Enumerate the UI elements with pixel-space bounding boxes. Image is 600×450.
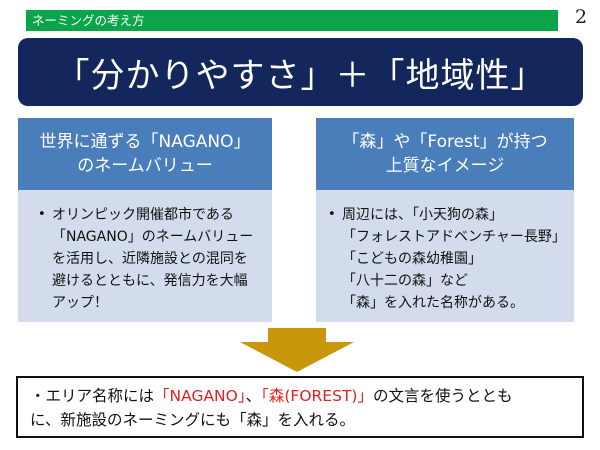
- right-bullet: • 周辺には、「小天狗の森」 「フォレストアドベンチャー長野」 「こどもの森幼稚…: [328, 204, 566, 314]
- main-banner: 「分かりやすさ」＋「地域性」: [18, 38, 583, 106]
- bullet-icon: •: [328, 207, 336, 222]
- page-number: 2: [574, 6, 588, 28]
- banner-text: 「分かりやすさ」＋「地域性」: [55, 55, 546, 96]
- conclusion-line-1: ・エリア名称には「NAGANO」、「森(FOREST)」の文言を使うととも: [30, 385, 512, 407]
- left-box-header: 世界に通ずる「NAGANO」 のネームバリュー: [18, 118, 272, 190]
- right-box-header-line: 「森」や「Forest」が持つ: [342, 132, 548, 152]
- header-title: ネーミングの考え方: [32, 13, 145, 28]
- right-body-line: 「森」を入れた名称がある。: [342, 295, 524, 311]
- left-bullet: • オリンピック開催都市である 「NAGANO」のネームバリュー を活用し、近隣…: [38, 204, 253, 314]
- left-body-line: 避けるとともに、発信力を大幅: [52, 273, 248, 289]
- left-box-body: • オリンピック開催都市である 「NAGANO」のネームバリュー を活用し、近隣…: [18, 190, 272, 322]
- highlight-forest: 「森(FOREST)」: [261, 387, 373, 405]
- left-body-line: 「NAGANO」のネームバリュー: [52, 229, 254, 245]
- conclusion-line-2: に、新施設のネーミングにも「森」を入れる。: [30, 411, 356, 429]
- bullet-icon: •: [38, 207, 46, 222]
- right-box-body: • 周辺には、「小天狗の森」 「フォレストアドベンチャー長野」 「こどもの森幼稚…: [316, 190, 574, 322]
- conclusion-separator: 、: [245, 387, 262, 405]
- right-body-line: 周辺には、「小天狗の森」: [342, 207, 503, 223]
- conclusion-box: ・エリア名称には「NAGANO」、「森(FOREST)」の文言を使うととも に、…: [16, 376, 584, 438]
- right-box-header: 「森」や「Forest」が持つ 上質なイメージ: [316, 118, 574, 190]
- down-arrow-icon: [240, 328, 354, 372]
- right-body-line: 「八十二の森」など: [342, 273, 468, 289]
- conclusion-suffix: の文言を使うととも: [372, 387, 513, 405]
- left-box-header-line: 世界に通ずる「NAGANO」: [39, 132, 251, 152]
- left-body-line: アップ！: [52, 295, 108, 311]
- left-body-line: オリンピック開催都市である: [52, 207, 234, 223]
- right-body-line: 「こどもの森幼稚園」: [342, 251, 482, 267]
- conclusion-prefix: ・エリア名称には: [30, 387, 155, 405]
- right-box-header-line: 上質なイメージ: [385, 156, 505, 176]
- right-body-line: 「フォレストアドベンチャー長野」: [342, 229, 566, 245]
- left-body-line: を活用し、近隣施設との混同を: [52, 251, 248, 267]
- highlight-nagano: 「NAGANO」: [154, 387, 246, 405]
- left-box-header-line: のネームバリュー: [77, 156, 213, 176]
- header-bar: ネーミングの考え方: [26, 10, 558, 31]
